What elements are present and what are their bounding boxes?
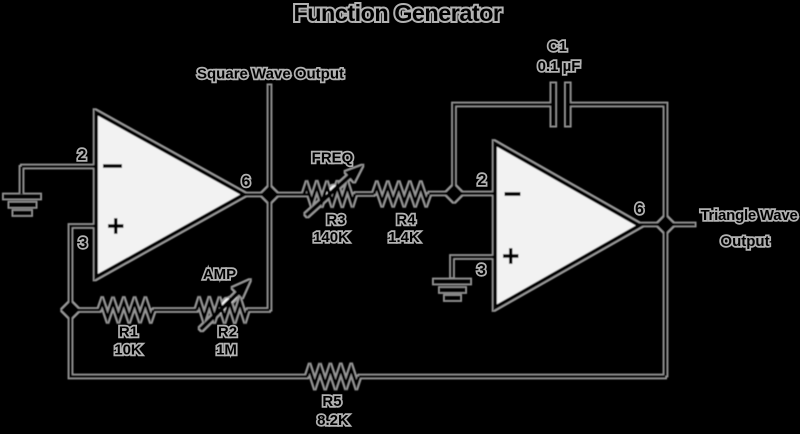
svg-text:R5: R5 — [322, 393, 341, 410]
svg-text:3: 3 — [477, 262, 486, 279]
svg-text:6: 6 — [635, 201, 644, 218]
svg-text:6: 6 — [242, 173, 251, 190]
svg-text:10K: 10K — [114, 341, 142, 358]
svg-text:Triangle Wave: Triangle Wave — [700, 207, 797, 224]
svg-text:FREQ: FREQ — [312, 149, 354, 166]
svg-text:FREQ: FREQ — [312, 149, 354, 166]
svg-text:C1: C1 — [548, 38, 567, 55]
svg-text:AMP: AMP — [203, 266, 236, 283]
svg-text:C1: C1 — [548, 38, 567, 55]
svg-text:140K: 140K — [313, 229, 349, 246]
svg-text:2: 2 — [78, 147, 87, 164]
svg-text:Output: Output — [720, 233, 769, 250]
svg-text:AMP: AMP — [203, 266, 236, 283]
svg-text:1.4K: 1.4K — [388, 229, 420, 246]
svg-text:1M: 1M — [216, 341, 237, 358]
svg-text:10K: 10K — [114, 341, 142, 358]
svg-text:1M: 1M — [216, 341, 237, 358]
svg-text:R1: R1 — [119, 323, 138, 340]
svg-text:2: 2 — [478, 172, 487, 189]
svg-text:Square Wave Output: Square Wave Output — [197, 65, 344, 82]
svg-text:R2: R2 — [218, 323, 237, 340]
svg-text:Output: Output — [720, 233, 769, 250]
svg-text:0.1 µF: 0.1 µF — [538, 58, 581, 75]
svg-text:0.1 µF: 0.1 µF — [538, 58, 581, 75]
svg-text:140K: 140K — [313, 229, 349, 246]
svg-text:R2: R2 — [218, 323, 237, 340]
svg-text:2: 2 — [478, 172, 487, 189]
svg-text:8.2K: 8.2K — [317, 412, 349, 429]
svg-text:6: 6 — [242, 173, 251, 190]
svg-text:8.2K: 8.2K — [317, 412, 349, 429]
svg-text:2: 2 — [78, 147, 87, 164]
svg-text:R1: R1 — [119, 323, 138, 340]
svg-text:Function Generator: Function Generator — [293, 0, 501, 26]
svg-text:R5: R5 — [322, 393, 341, 410]
svg-text:R4: R4 — [396, 211, 416, 228]
svg-text:3: 3 — [477, 262, 486, 279]
svg-text:R3: R3 — [326, 211, 345, 228]
svg-text:3: 3 — [79, 235, 88, 252]
svg-text:R4: R4 — [396, 211, 416, 228]
svg-text:Square Wave Output: Square Wave Output — [197, 65, 344, 82]
svg-text:3: 3 — [79, 235, 88, 252]
svg-text:6: 6 — [635, 201, 644, 218]
svg-text:Triangle Wave: Triangle Wave — [700, 207, 797, 224]
svg-text:R3: R3 — [326, 211, 345, 228]
svg-text:Function Generator: Function Generator — [293, 0, 501, 26]
svg-text:1.4K: 1.4K — [388, 229, 420, 246]
